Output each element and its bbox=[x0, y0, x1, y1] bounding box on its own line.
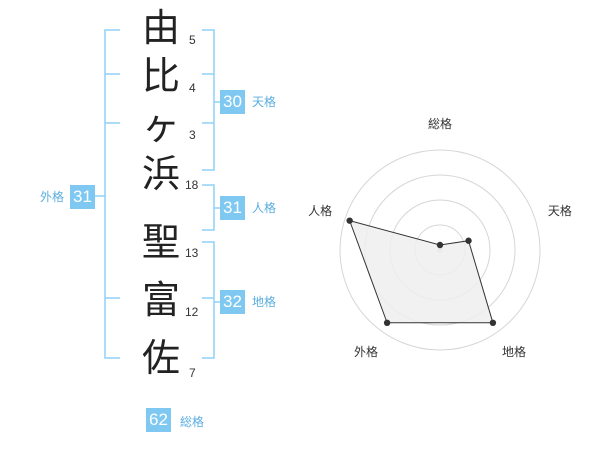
radar-axis-label: 総格 bbox=[428, 117, 453, 131]
gaikaku-bracket bbox=[104, 29, 120, 359]
name-char: 由 bbox=[141, 6, 180, 50]
radar-axis-label: 人格 bbox=[308, 204, 333, 219]
tenkaku-bracket bbox=[202, 29, 215, 171]
stroke-count: 18 bbox=[185, 178, 199, 192]
gaikaku-label: 外格 bbox=[40, 190, 65, 204]
soukaku-label: 総格 bbox=[180, 415, 205, 429]
tenkaku-score: 30 bbox=[220, 90, 245, 114]
radar-point bbox=[489, 319, 497, 327]
jinkaku-label: 人格 bbox=[252, 201, 277, 215]
gaikaku-score: 31 bbox=[70, 185, 95, 209]
soukaku-score: 62 bbox=[146, 408, 171, 432]
radar-grid-ring bbox=[339, 149, 541, 351]
radar-axis-label: 天格 bbox=[547, 204, 572, 219]
name-char: ヶ bbox=[141, 104, 180, 148]
name-char: 浜 bbox=[141, 152, 180, 196]
radar-series-polygon bbox=[348, 219, 494, 324]
jinkaku-score: 31 bbox=[220, 196, 245, 220]
radar-axis-label: 外格 bbox=[353, 344, 378, 359]
radar-point bbox=[465, 237, 472, 244]
radar-point bbox=[436, 241, 444, 249]
chikaku-score: 32 bbox=[220, 290, 245, 314]
tenkaku-label: 天格 bbox=[252, 95, 277, 109]
stroke-count: 13 bbox=[185, 246, 199, 260]
stroke-count: 12 bbox=[185, 305, 199, 319]
name-char: 富 bbox=[141, 278, 180, 322]
stroke-count: 3 bbox=[189, 128, 196, 142]
radar-point bbox=[346, 217, 353, 224]
chikaku-bracket bbox=[202, 241, 215, 359]
stroke-count: 5 bbox=[189, 33, 196, 47]
stroke-count: 7 bbox=[189, 366, 196, 380]
chikaku-label: 地格 bbox=[252, 295, 277, 309]
name-char: 比 bbox=[141, 54, 180, 98]
radar-point bbox=[383, 319, 391, 327]
radar-axis-label: 地格 bbox=[502, 344, 527, 359]
stroke-count: 4 bbox=[189, 81, 196, 95]
name-char: 聖 bbox=[141, 220, 180, 264]
name-char: 佐 bbox=[141, 336, 180, 380]
